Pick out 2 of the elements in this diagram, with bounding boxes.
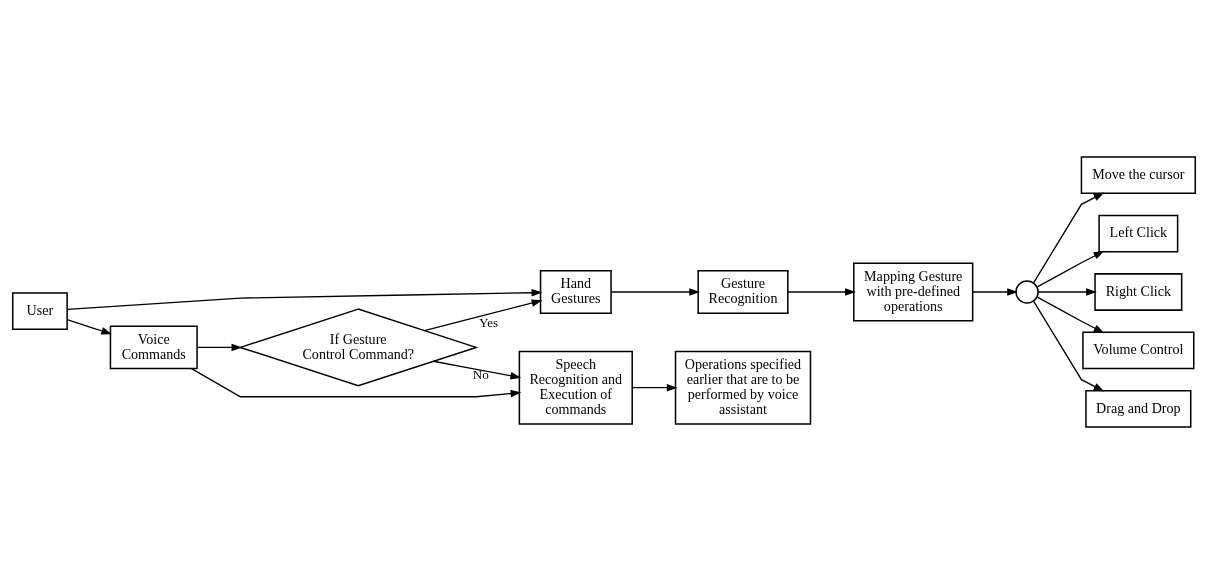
edge-label: Yes [479, 315, 499, 331]
edge-label: No [472, 367, 489, 382]
